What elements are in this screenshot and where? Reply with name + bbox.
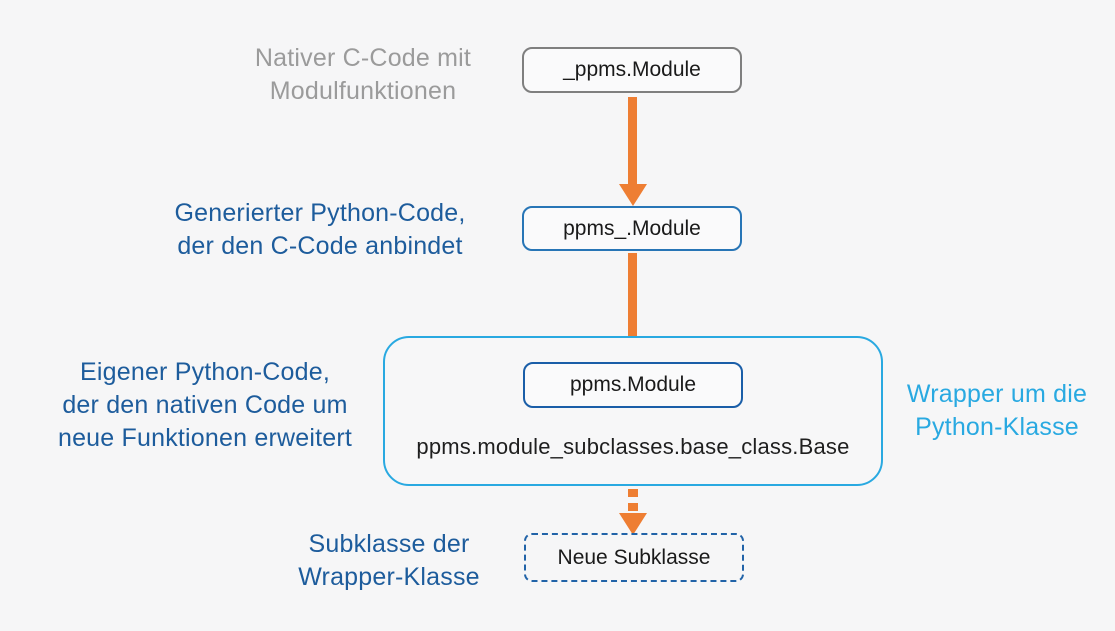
- node-native-module: _ppms.Module: [522, 47, 742, 93]
- dashed-arrow-seg1: [628, 489, 638, 497]
- label-native-line1: Nativer C-Code mit: [254, 44, 472, 72]
- node-wrapped-module: ppms.Module: [523, 362, 743, 408]
- node-wrapped-module-label: ppms.Module: [569, 373, 697, 396]
- node-new-subclass: Neue Subklasse: [524, 533, 744, 582]
- node-generated-module: ppms_.Module: [522, 206, 742, 251]
- wrapper-container: [383, 336, 883, 486]
- label-wrapper-class: Wrapper um die Python-Klasse: [887, 378, 1107, 444]
- node-new-subclass-label: Neue Subklasse: [557, 545, 711, 569]
- label-subclass-line1: Subklasse der: [308, 530, 470, 558]
- label-generated-line1: Generierter Python-Code,: [174, 199, 466, 227]
- label-generated-python-code: Generierter Python-Code, der den C-Code …: [140, 197, 500, 263]
- dashed-arrow-head-icon: [619, 513, 647, 535]
- label-subclass: Subklasse der Wrapper-Klasse: [279, 528, 499, 594]
- base-class-path-text: ppms.module_subclasses.base_class.Base: [416, 434, 850, 459]
- arrow-1-head-icon: [619, 184, 647, 206]
- label-generated-line2: der den C-Code anbindet: [177, 232, 463, 260]
- dashed-arrow-seg2: [628, 503, 638, 511]
- label-native-c-code: Nativer C-Code mit Modulfunktionen: [200, 42, 526, 108]
- arrow-1-shaft: [628, 97, 637, 185]
- node-native-module-label: _ppms.Module: [563, 58, 701, 81]
- label-own-line1: Eigener Python-Code,: [80, 358, 330, 386]
- node-generated-module-label: ppms_.Module: [563, 216, 701, 240]
- label-wrapper-line2: Python-Klasse: [915, 413, 1079, 441]
- arrow-2-shaft: [628, 253, 637, 341]
- label-own-python-code: Eigener Python-Code, der den nativen Cod…: [25, 356, 385, 455]
- label-native-line2: Modulfunktionen: [269, 77, 457, 105]
- label-own-line2: der den nativen Code um: [62, 391, 348, 419]
- label-wrapper-line1: Wrapper um die: [906, 380, 1088, 408]
- label-own-line3: neue Funktionen erweitert: [57, 424, 353, 452]
- label-subclass-line2: Wrapper-Klasse: [298, 563, 480, 591]
